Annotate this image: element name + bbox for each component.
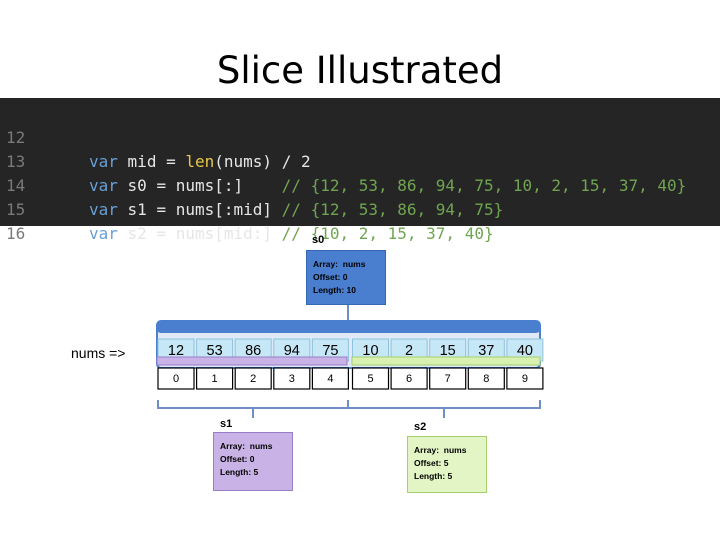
index-cell: [234, 367, 272, 390]
index-cell: [467, 367, 505, 390]
keyword: var: [89, 224, 118, 243]
s1-length-line: Length: 5: [220, 467, 259, 477]
line-number: 14: [6, 176, 26, 195]
array-index: 3: [288, 373, 295, 385]
index-cell: [311, 367, 349, 390]
array-value: 2: [405, 343, 414, 359]
keyword: var: [89, 200, 118, 219]
function-name: len: [185, 152, 215, 171]
array-value: 53: [206, 343, 223, 359]
code-text: var mid = len(nums) / 2: [89, 150, 311, 174]
array-index: 4: [327, 373, 334, 385]
index-cell: [273, 367, 311, 390]
s1-info-box: Array: nums Offset: 0 Length: 5: [213, 432, 293, 491]
s1-offset-line: Offset: 0: [220, 454, 255, 464]
code-rest: =: [156, 152, 186, 171]
array-value: 10: [362, 343, 379, 359]
code-rest: = nums[:mid]: [146, 200, 282, 219]
variable: s0: [127, 176, 147, 195]
slide-title: Slice Illustrated: [216, 49, 504, 92]
code-comment: // {12, 53, 86, 94, 75, 10, 2, 15, 37, 4…: [281, 176, 687, 195]
code-comment: // {10, 2, 15, 37, 40}: [281, 224, 494, 243]
variable: s1: [127, 200, 147, 219]
code-text: var s2 = nums[mid:] // {10, 2, 15, 37, 4…: [89, 222, 494, 246]
array-index: 2: [250, 373, 257, 385]
s2-info-box: Array: nums Offset: 5 Length: 5: [407, 436, 487, 493]
index-boxes: [157, 367, 544, 390]
s1-bar: [156, 356, 348, 366]
variable: s2: [127, 224, 147, 243]
code-line: 12 var mid = len(nums) / 2: [0, 102, 311, 171]
line-number: 12: [6, 128, 26, 147]
array-value: 40: [516, 343, 533, 359]
index-cell: [157, 367, 195, 390]
code-text: var s0 = nums[:] // {12, 53, 86, 94, 75,…: [89, 174, 686, 198]
array-index: 0: [172, 373, 180, 385]
index-cell: [506, 367, 544, 390]
code-line: 15 var s2 = nums[mid:] // {10, 2, 15, 37…: [0, 174, 494, 243]
array-value: 37: [478, 343, 495, 359]
index-cell: [351, 367, 390, 390]
slice-diagram: [156, 305, 544, 418]
code-line: 13 var s0 = nums[:] // {12, 53, 86, 94, …: [0, 126, 686, 195]
s1-array-line: Array: nums: [220, 441, 273, 451]
line-number: 15: [6, 200, 26, 219]
keyword: var: [89, 176, 118, 195]
code-line: 14 var s1 = nums[:mid] // {12, 53, 86, 9…: [0, 150, 503, 219]
code-block: 12 var mid = len(nums) / 2 13 var s0 = n…: [0, 98, 720, 243]
array-index: 6: [406, 373, 413, 385]
bottom-brace: [157, 400, 541, 409]
s0-label: s0: [312, 234, 325, 246]
s2-label: s2: [414, 421, 427, 433]
array-value: 15: [439, 343, 456, 359]
s2-length-line: Length: 5: [414, 471, 453, 481]
code-comment: // {12, 53, 86, 94, 75}: [281, 200, 504, 219]
keyword: var: [89, 152, 118, 171]
array-index: 1: [211, 373, 218, 385]
array-index: 8: [483, 373, 490, 385]
index-cell: [429, 367, 467, 390]
array-index: 9: [521, 373, 528, 385]
s0-length-line: Length: 10: [313, 285, 356, 295]
s2-bar: [351, 356, 541, 366]
array-value: 75: [322, 343, 339, 359]
s0-bar: [157, 321, 540, 333]
code-rest: = nums[mid:]: [146, 224, 282, 243]
code-text: var s1 = nums[:mid] // {12, 53, 86, 94, …: [89, 198, 503, 222]
code-rest: = nums[:]: [146, 176, 282, 195]
code-rest2: (nums) / 2: [214, 152, 311, 171]
index-cell: [196, 367, 234, 390]
array-index: 7: [444, 373, 451, 385]
nums-label: nums =>: [71, 345, 126, 361]
s0-array-line: Array: nums: [313, 259, 366, 269]
s0-info-box: Array: nums Offset: 0 Length: 10: [306, 250, 386, 305]
array-cells: [157, 338, 544, 362]
array-value: 94: [283, 343, 300, 359]
variable: mid: [127, 152, 157, 171]
s2-offset-line: Offset: 5: [414, 458, 449, 468]
line-number: 16: [6, 224, 26, 243]
array-index: 5: [367, 373, 374, 385]
s1-label: s1: [220, 418, 233, 430]
s2-array-line: Array: nums: [414, 445, 467, 455]
index-cell: [390, 367, 428, 390]
array-value: 12: [167, 343, 185, 359]
s0-offset-line: Offset: 0: [313, 272, 348, 282]
array-value: 86: [245, 343, 262, 359]
line-number: 13: [6, 152, 26, 171]
code-line: 16: [0, 198, 39, 243]
